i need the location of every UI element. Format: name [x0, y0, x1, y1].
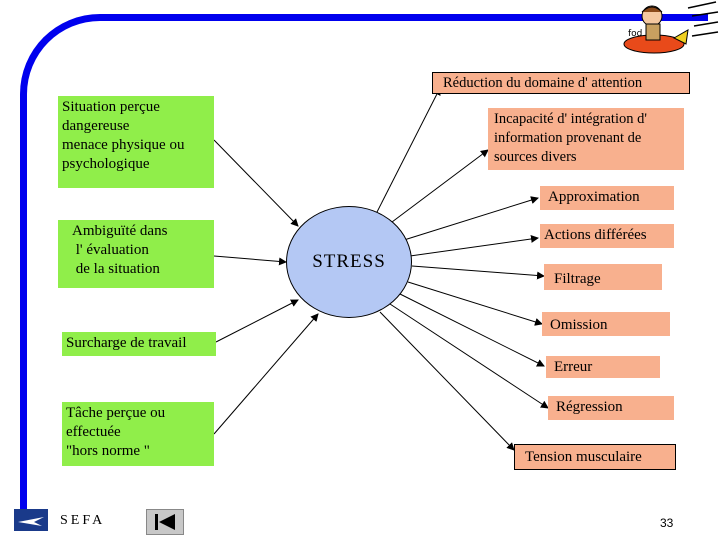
arrow-effect-1: [375, 87, 441, 215]
effect-2-label: Incapacité d' intégration d' information…: [494, 111, 647, 165]
effect-1-label: Réduction du domaine d' attention: [443, 75, 643, 91]
cause-1-line-4: psychologique: [62, 156, 150, 172]
arrow-effect-4: [409, 235, 539, 257]
effect-8-label: Régression: [556, 399, 623, 415]
cause-3-line-1: Surcharge de travail: [66, 335, 187, 351]
effect-box-8: Régression: [548, 396, 674, 420]
cause-box-2: Ambiguïté dans l' évaluation de la situa…: [58, 220, 214, 288]
slide-frame: [20, 14, 708, 520]
arrow-effect-2: [391, 149, 489, 223]
effect-6-label: Omission: [550, 317, 608, 333]
stress-node: STRESS: [286, 206, 412, 318]
cause-4-line-1: Tâche perçue ou: [66, 405, 166, 421]
cause-2-line-2: l' évaluation: [72, 242, 149, 258]
cause-2-line-1: Ambiguïté dans: [72, 223, 168, 239]
arrow-cause-2: [213, 255, 287, 266]
cause-2-line-3: de la situation: [72, 261, 160, 277]
arrow-effect-6: [407, 281, 543, 326]
effect-box-5: Filtrage: [544, 264, 662, 290]
pilot-mascot-icon: fod: [623, 1, 719, 54]
arrow-cause-3: [215, 299, 299, 343]
effect-box-1: Réduction du domaine d' attention: [432, 72, 690, 94]
arrow-cause-1: [213, 139, 299, 227]
cause-1-line-2: dangereuse: [62, 118, 130, 134]
page-number: 33: [660, 516, 674, 530]
effect-5-label: Filtrage: [554, 271, 601, 287]
effect-3-label: Approximation: [548, 189, 640, 205]
effect-box-3: Approximation: [540, 186, 674, 210]
effect-7-label: Erreur: [554, 359, 593, 375]
arrow-effect-9: [379, 311, 515, 451]
previous-slide-button[interactable]: [146, 509, 184, 535]
footer-org: SEFA: [60, 513, 106, 528]
arrow-cause-4: [213, 313, 319, 435]
cause-1-line-1: Situation perçue: [62, 99, 160, 115]
skip-back-icon: [155, 514, 175, 530]
effect-box-7: Erreur: [546, 356, 660, 378]
stress-label: STRESS: [312, 251, 386, 272]
slide-frame-left-edge: [20, 474, 60, 520]
cause-box-4: Tâche perçue ou effectuée "hors norme ": [62, 402, 214, 466]
arrow-effect-7: [399, 293, 545, 367]
cause-4-line-2: effectuée: [66, 424, 121, 440]
cause-4-line-3: "hors norme ": [66, 443, 150, 459]
effect-box-2: Incapacité d' intégration d' information…: [488, 108, 684, 170]
cause-box-1: Situation perçue dangereuse menace physi…: [58, 96, 214, 188]
effect-box-9: Tension musculaire: [514, 444, 676, 470]
arrow-effect-3: [403, 196, 539, 241]
svg-text:fod: fod: [628, 29, 642, 39]
effect-box-4: Actions différées: [540, 224, 674, 248]
arrow-effect-8: [389, 303, 549, 409]
cause-1-line-3: menace physique ou: [62, 137, 185, 153]
arrow-effect-5: [411, 265, 545, 280]
cause-box-3: Surcharge de travail: [62, 332, 216, 356]
effect-box-6: Omission: [542, 312, 670, 336]
sefa-logo-icon: [14, 509, 48, 531]
effect-4-label: Actions différées: [544, 227, 647, 243]
effect-9-label: Tension musculaire: [525, 449, 642, 465]
